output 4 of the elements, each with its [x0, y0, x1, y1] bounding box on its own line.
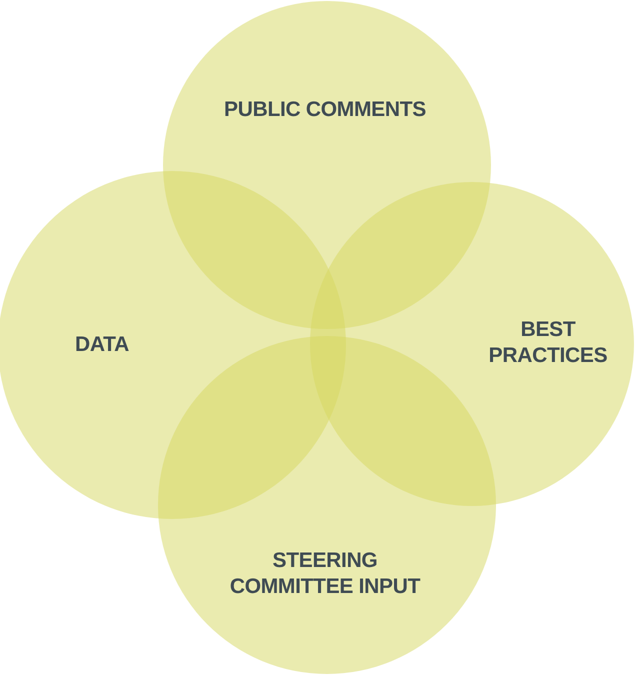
circle-label: BEST PRACTICES: [488, 317, 608, 369]
circle-label: PUBLIC COMMENTS: [223, 97, 427, 123]
circle-label: DATA: [74, 332, 130, 358]
circle-label: STEERING COMMITTEE INPUT: [228, 548, 422, 600]
